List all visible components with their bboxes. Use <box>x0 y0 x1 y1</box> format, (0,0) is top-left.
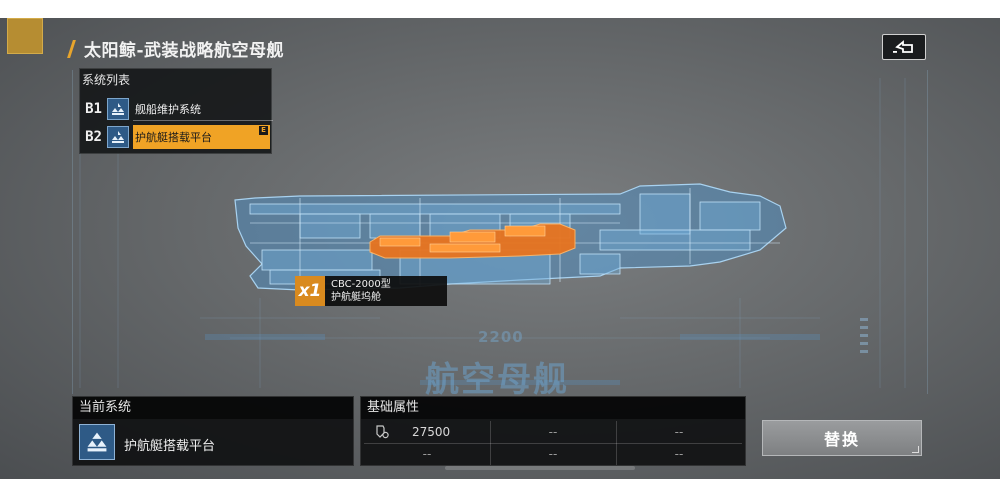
attribute-value: -- <box>674 425 684 439</box>
page-title-text: 太阳鲸-武装战略航空母舰 <box>84 40 285 61</box>
base-attributes-panel: 基础属性 27500 -- -- -- -- <box>360 396 746 466</box>
module-type: 护航艇坞舱 <box>331 292 381 303</box>
attribute-cell: -- <box>490 421 616 443</box>
carrier-emblem-icon <box>79 424 115 460</box>
current-system-header: 当前系统 <box>73 397 353 419</box>
system-code: B1 <box>85 101 102 117</box>
attribute-value: 27500 <box>412 425 451 439</box>
game-screen: 2200 航空母舰 太阳鲸-武装战略航空母舰 系统列表 B1 舰船维护系统 B2… <box>0 18 1000 479</box>
system-name: 舰船维护系统 <box>133 97 273 121</box>
attribute-value: -- <box>548 447 558 461</box>
hologram-frame <box>72 70 928 394</box>
attribute-grid: 27500 -- -- -- -- -- <box>364 421 742 465</box>
system-list-item-b1[interactable]: B1 舰船维护系统 <box>80 97 273 121</box>
title-accent-mark <box>70 38 78 58</box>
attribute-value: -- <box>422 447 432 461</box>
system-code: B2 <box>85 129 102 145</box>
system-name-selected: 护航艇搭载平台 E <box>133 125 270 149</box>
equipped-badge: E <box>259 126 268 135</box>
current-system-name: 护航艇搭载平台 <box>124 439 216 454</box>
replace-button[interactable]: 替换 <box>762 420 922 456</box>
attribute-value: -- <box>674 447 684 461</box>
module-model: CBC-2000型 <box>331 279 391 290</box>
corner-menu-square[interactable] <box>7 18 43 54</box>
carrier-emblem-icon <box>107 126 129 148</box>
hologram-text: 航空母舰 <box>425 360 569 400</box>
attribute-cell: -- <box>616 421 742 443</box>
attribute-cell: 27500 <box>374 421 490 443</box>
shield-gear-icon <box>376 425 389 439</box>
hologram-number: 2200 <box>478 328 524 346</box>
system-list-panel: 系统列表 B1 舰船维护系统 B2 护航艇搭载平台 E <box>79 68 273 154</box>
back-button[interactable] <box>882 34 926 60</box>
system-name-text: 护航艇搭载平台 <box>135 131 212 144</box>
module-label: CBC-2000型 护航艇坞舱 <box>325 278 391 304</box>
scroll-indicator[interactable] <box>445 466 635 470</box>
page-title: 太阳鲸-武装战略航空母舰 <box>70 36 285 61</box>
attribute-value: -- <box>548 425 558 439</box>
carrier-emblem-icon <box>107 98 129 120</box>
attribute-cell: -- <box>616 443 742 465</box>
module-callout[interactable]: x1 CBC-2000型 护航艇坞舱 <box>295 276 447 306</box>
current-system-panel: 当前系统 护航艇搭载平台 <box>72 396 354 466</box>
ship-hologram <box>79 78 906 388</box>
attribute-cell: -- <box>364 443 490 465</box>
attribute-cell: -- <box>490 443 616 465</box>
system-list-header: 系统列表 <box>82 73 131 87</box>
system-list-item-b2[interactable]: B2 护航艇搭载平台 E <box>80 125 273 149</box>
base-attributes-header: 基础属性 <box>361 397 745 419</box>
module-count: x1 <box>295 276 325 306</box>
back-arrow-icon <box>893 40 913 53</box>
